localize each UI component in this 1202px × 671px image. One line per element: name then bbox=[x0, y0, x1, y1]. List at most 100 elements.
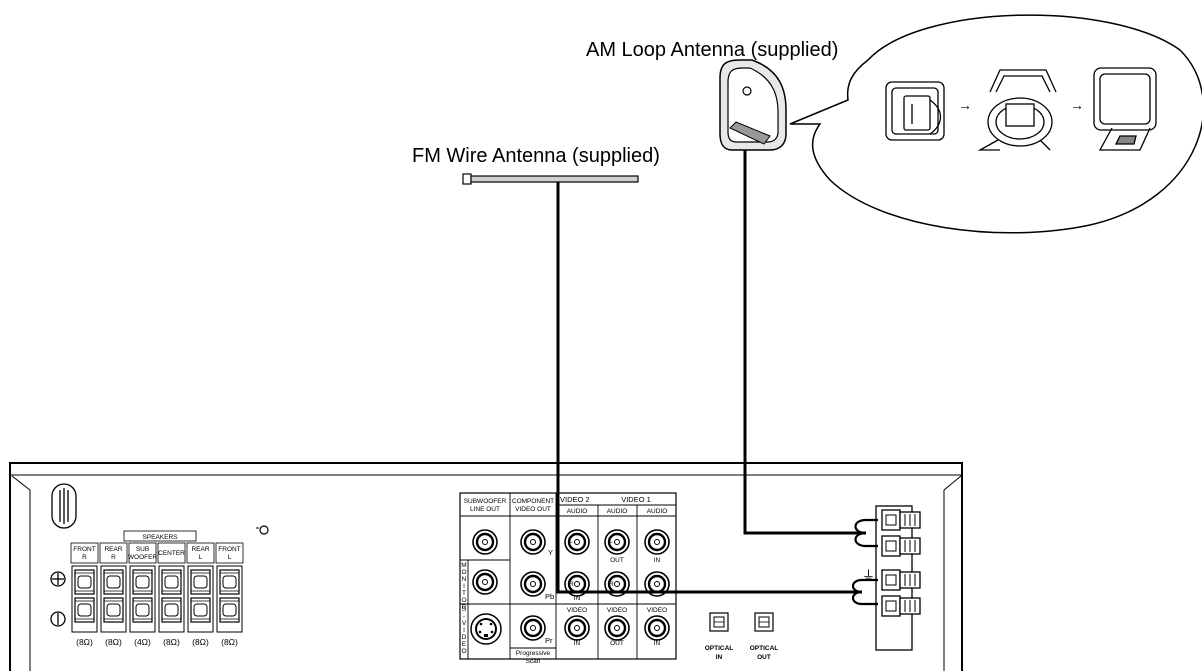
speaker-channel-label: L bbox=[199, 554, 203, 561]
speaker-impedance: (8Ω) bbox=[105, 637, 122, 647]
pb-label: Pb bbox=[545, 592, 554, 601]
video1-video-in-jack[interactable] bbox=[644, 615, 670, 641]
speaker-clip[interactable] bbox=[219, 597, 240, 623]
subwoofer-label-line2: LINE OUT bbox=[470, 506, 500, 513]
speaker-impedance: (8Ω) bbox=[192, 637, 209, 647]
optical-out-label-line2: OUT bbox=[757, 654, 771, 661]
am-loop-assembly-step-1 bbox=[885, 81, 945, 141]
audio-label-video2: AUDIO bbox=[567, 508, 588, 515]
speaker-channel-label: FRONT bbox=[218, 546, 240, 553]
fm-antenna-cable bbox=[556, 182, 862, 594]
video2-video-in-jack[interactable] bbox=[564, 615, 590, 641]
in-label-video1: IN bbox=[654, 640, 661, 647]
am-antenna-cable-split bbox=[854, 518, 878, 548]
speaker-column-2: SUBWOOFER (4Ω) bbox=[128, 542, 158, 647]
out-label-audio: OUT bbox=[610, 557, 624, 564]
video2-audio-r-jack[interactable] bbox=[564, 571, 590, 597]
progressive-scan-line2: Scan bbox=[526, 658, 541, 665]
progressive-scan-line1: Progressive bbox=[516, 650, 551, 657]
speaker-channel-label: L bbox=[228, 554, 232, 561]
speaker-clip[interactable] bbox=[74, 597, 95, 623]
power-cord-icon bbox=[51, 483, 77, 529]
speaker-clip[interactable] bbox=[103, 597, 124, 623]
speaker-impedance: (4Ω) bbox=[134, 637, 151, 647]
speaker-clip[interactable] bbox=[132, 597, 153, 623]
positive-terminal-icon bbox=[50, 571, 66, 587]
in-label-video2: IN bbox=[574, 640, 581, 647]
component-label-line1: COMPONENT bbox=[512, 498, 554, 505]
fm-wire-antenna bbox=[462, 173, 639, 185]
l-label-video2: L bbox=[569, 538, 573, 545]
speaker-clip[interactable] bbox=[190, 569, 211, 595]
speaker-clip[interactable] bbox=[132, 569, 153, 595]
speaker-clip[interactable] bbox=[219, 569, 240, 595]
antenna-clip-2[interactable] bbox=[881, 569, 921, 591]
component-y-jack[interactable] bbox=[520, 529, 546, 555]
fm-antenna-cable-split bbox=[851, 578, 878, 606]
y-label: Y bbox=[548, 548, 553, 557]
step-arrow-icon: → bbox=[958, 97, 972, 113]
speaker-clip[interactable] bbox=[74, 569, 95, 595]
optical-out-jack: OPTICAL OUT bbox=[750, 612, 779, 661]
r-label-video2: R bbox=[569, 581, 574, 588]
ground-screw-icon bbox=[256, 525, 269, 535]
speaker-terminals: SPEAKERS FRONTR(8Ω)REARR(8Ω)SUBWOOFER(4Ω… bbox=[70, 530, 244, 647]
receiver-back-panel bbox=[9, 462, 963, 671]
am-loop-antenna bbox=[719, 59, 787, 151]
speaker-clip[interactable] bbox=[161, 569, 182, 595]
monitor-jack[interactable] bbox=[472, 569, 498, 595]
optical-out-label-line1: OPTICAL bbox=[750, 645, 779, 652]
speaker-channel-label: R bbox=[111, 554, 116, 561]
component-pb-jack[interactable] bbox=[520, 571, 546, 597]
speaker-impedance: (8Ω) bbox=[76, 637, 93, 647]
r-label-video1: R bbox=[609, 581, 614, 588]
pr-label: Pr bbox=[545, 636, 553, 645]
am-antenna-caption: AM Loop Antenna (supplied) bbox=[586, 39, 838, 61]
fm-antenna-caption: FM Wire Antenna (supplied) bbox=[412, 145, 660, 167]
antenna-clip-1[interactable] bbox=[881, 535, 921, 557]
speaker-column-3: CENTER(8Ω) bbox=[157, 542, 186, 647]
speaker-channel-label: FRONT bbox=[73, 546, 95, 553]
am-loop-assembly-step-2 bbox=[977, 69, 1057, 151]
video1-audio-out-l-jack[interactable] bbox=[604, 529, 630, 555]
video1-audio-in-l-jack[interactable] bbox=[644, 529, 670, 555]
speaker-channel-label: R bbox=[82, 554, 87, 561]
optical-in-label-line2: IN bbox=[716, 654, 723, 661]
in-label-audio-video1: IN bbox=[654, 557, 661, 564]
subwoofer-jack[interactable] bbox=[472, 529, 498, 555]
negative-terminal-icon bbox=[50, 611, 66, 627]
video-label-video1-in: VIDEO bbox=[647, 607, 667, 614]
speaker-channel-label: REAR bbox=[191, 546, 209, 553]
speaker-impedance: (8Ω) bbox=[163, 637, 180, 647]
speaker-channel-label: WOOFER bbox=[128, 554, 158, 561]
am-antenna-cable bbox=[743, 150, 866, 535]
video2-audio-l-jack[interactable] bbox=[564, 529, 590, 555]
av-jack-panel: SUBWOOFER LINE OUT COMPONENT VIDEO OUT V… bbox=[459, 492, 677, 665]
speaker-impedance: (8Ω) bbox=[221, 637, 238, 647]
speakers-title: SPEAKERS bbox=[142, 534, 178, 541]
video1-audio-in-r-jack[interactable] bbox=[644, 571, 670, 597]
antenna-clip-0[interactable] bbox=[881, 509, 921, 531]
component-pr-jack[interactable] bbox=[520, 615, 546, 641]
antenna-terminal-block: ⏚ bbox=[862, 505, 921, 651]
step-arrow-icon: → bbox=[1070, 97, 1084, 113]
speaker-clip[interactable] bbox=[190, 597, 211, 623]
speaker-clip[interactable] bbox=[161, 597, 182, 623]
optical-in-jack: OPTICAL IN bbox=[705, 612, 733, 661]
audio-label-video1-in: AUDIO bbox=[647, 508, 668, 515]
audio-label-video1-out: AUDIO bbox=[607, 508, 628, 515]
am-loop-assembly-step-3 bbox=[1093, 67, 1157, 151]
in-label-audio-video2: IN bbox=[574, 595, 581, 602]
speaker-channel-label: SUB bbox=[136, 546, 149, 553]
speaker-clip[interactable] bbox=[103, 569, 124, 595]
video1-label: VIDEO 1 bbox=[621, 495, 651, 504]
video1-video-out-jack[interactable] bbox=[604, 615, 630, 641]
antenna-clip-3[interactable] bbox=[881, 595, 921, 617]
